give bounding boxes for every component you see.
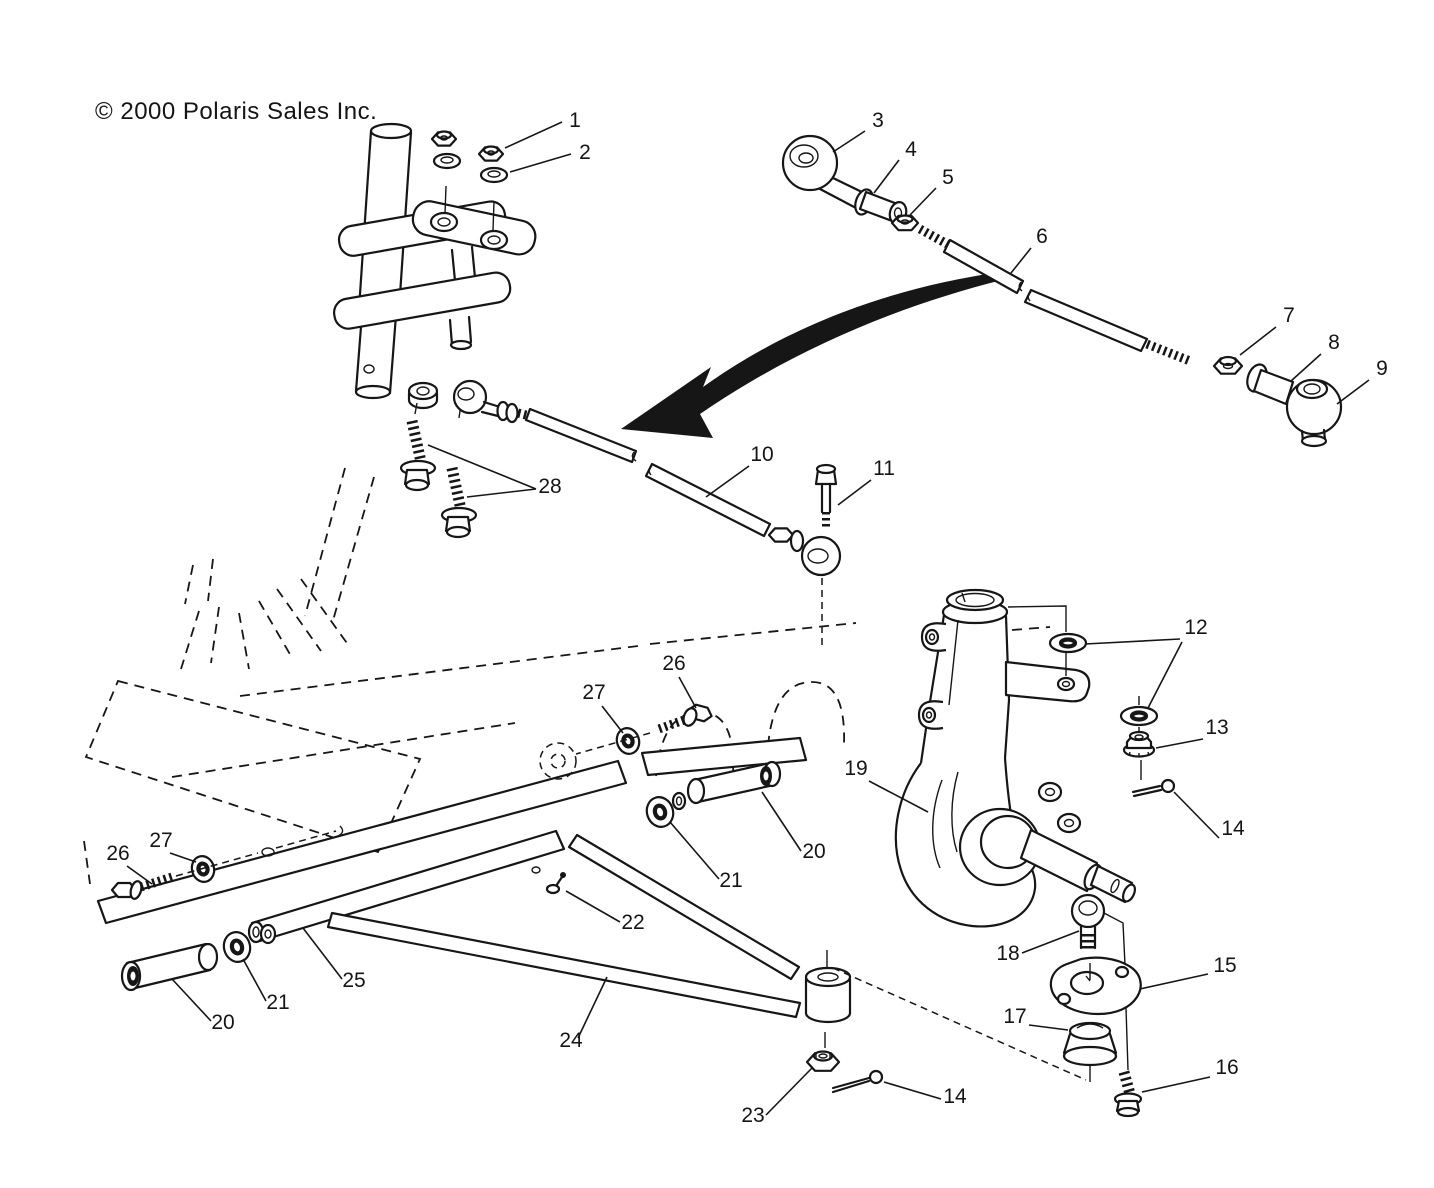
- part-label-22: 22: [621, 911, 644, 934]
- part-label-2: 2: [579, 141, 591, 164]
- callout-leader-lines: [126, 121, 1370, 1116]
- part-label-27-lower: 27: [149, 829, 172, 852]
- part-label-23: 23: [741, 1104, 764, 1127]
- steering-knuckle-part19: [894, 588, 1137, 928]
- part-label-24: 24: [559, 1029, 583, 1052]
- part-label-18: 18: [996, 942, 1019, 965]
- ball-joint-hardware: [832, 893, 1143, 1118]
- washer-part2-pair: [432, 152, 509, 184]
- bolt-part26-lower: [110, 872, 174, 900]
- bolt-part11: [814, 463, 838, 528]
- part-label-26-lower: 26: [106, 842, 129, 865]
- part-label-6: 6: [1036, 225, 1048, 248]
- part-label-13: 13: [1205, 716, 1228, 739]
- part-label-7: 7: [1283, 304, 1295, 327]
- part-label-26-upper: 26: [662, 652, 685, 675]
- castle-nut-part23: [805, 1032, 841, 1072]
- bolt-part16: [1113, 1070, 1143, 1118]
- part-label-25: 25: [342, 969, 365, 992]
- washer-part21-lower: [222, 931, 252, 963]
- part-label-9: 9: [1376, 357, 1388, 380]
- part-label-20-upper: 20: [802, 840, 825, 863]
- part-label-4: 4: [905, 138, 917, 161]
- part-label-21-lower: 21: [266, 991, 289, 1014]
- washer-part27-upper: [615, 727, 641, 755]
- nut-part1-pair: [430, 130, 505, 162]
- part-label-27-upper: 27: [582, 681, 605, 704]
- part-label-16: 16: [1215, 1056, 1238, 1079]
- plate-part15: [1049, 956, 1142, 1016]
- part-label-11: 11: [873, 457, 895, 480]
- copyright-text: © 2000 Polaris Sales Inc.: [95, 98, 377, 125]
- part-label-20-lower: 20: [211, 1011, 234, 1034]
- part-label-1: 1: [569, 109, 581, 132]
- sleeve-part20-lower: [120, 942, 219, 992]
- clamp-bolts-part28: [399, 402, 478, 539]
- grease-fitting-part22: [531, 866, 566, 895]
- nut-part13: [1122, 730, 1156, 758]
- tie-rod-part10: [644, 462, 772, 538]
- part-label-12: 12: [1184, 616, 1207, 639]
- part-label-14-bottom: 14: [943, 1085, 967, 1108]
- part-label-5: 5: [942, 166, 954, 189]
- a-arm-assembly: [96, 703, 884, 1094]
- part-label-19: 19: [844, 757, 867, 780]
- part-label-14-right: 14: [1221, 817, 1245, 840]
- part-label-28: 28: [538, 475, 561, 498]
- steering-post-assembly: [333, 122, 537, 400]
- part-label-17: 17: [1003, 1005, 1026, 1028]
- cotter-pin-part14-right: [1131, 778, 1176, 798]
- part-label-3: 3: [872, 109, 884, 132]
- part-label-10: 10: [750, 443, 773, 466]
- bolt-part26-upper: [654, 703, 713, 735]
- right-tie-rod-assembly: [781, 134, 1343, 448]
- washer-part21-upper: [645, 796, 675, 828]
- flow-arrow: [621, 272, 1002, 438]
- knuckle-fasteners: [1007, 605, 1176, 798]
- part-label-21-upper: 21: [719, 869, 742, 892]
- left-tie-rod-assembly: [407, 379, 842, 650]
- dust-boot-part17: [1062, 1021, 1118, 1082]
- sleeve-part20-upper: [686, 760, 782, 805]
- bolt-part18: [1070, 893, 1106, 952]
- cotter-pin-part14-bottom: [831, 1069, 884, 1094]
- ball-joint-housing: [804, 950, 852, 1024]
- part-label-8: 8: [1328, 331, 1340, 354]
- spindle: [1019, 828, 1099, 893]
- callout-labels: 1 2 3 4 5 6 7 8 9 10 11 12 13 14 19 26 2…: [106, 109, 1388, 1127]
- part-label-15: 15: [1213, 954, 1236, 977]
